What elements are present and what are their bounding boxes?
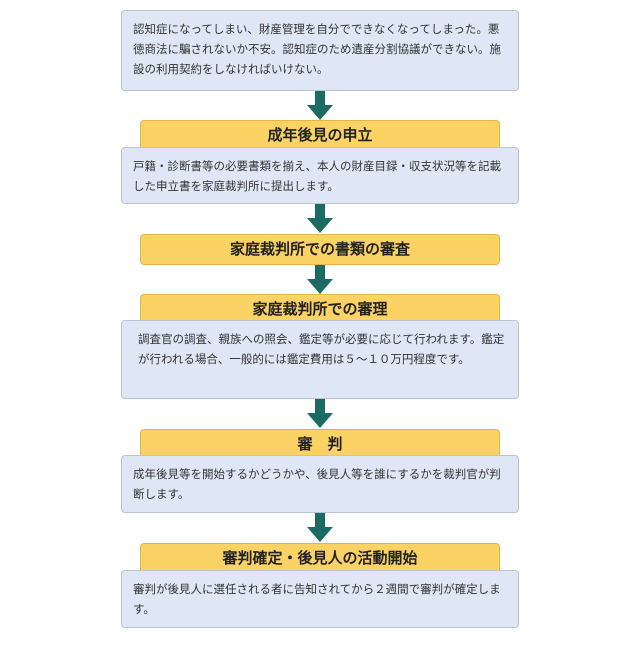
step-title-judgment-label: 審 判 <box>297 435 343 453</box>
step-description-hearing: 調査官の調査、親族への照会、鑑定等が必要に応じて行われます。鑑定が行われる場合、… <box>121 320 519 399</box>
flow-arrow-4 <box>307 399 333 429</box>
step-title-petition-label: 成年後見の申立 <box>267 126 373 144</box>
step-description-hearing-text: 調査官の調査、親族への照会、鑑定等が必要に応じて行われます。鑑定が行われる場合、… <box>138 332 505 366</box>
flow-arrow-2 <box>307 204 333 234</box>
step-title-document-review: 家庭裁判所での書類の審査 <box>140 234 500 265</box>
down-arrow-icon <box>307 204 333 233</box>
step-title-finalization: 審判確定・後見人の活動開始 <box>140 543 500 574</box>
down-arrow-icon <box>307 265 333 294</box>
flow-arrow-5 <box>307 513 333 543</box>
step-title-hearing: 家庭裁判所での審理 <box>140 294 500 325</box>
step-title-petition: 成年後見の申立 <box>140 120 500 151</box>
step-title-finalization-label: 審判確定・後見人の活動開始 <box>222 549 418 567</box>
down-arrow-icon <box>307 91 333 120</box>
step-description-judgment: 成年後見等を開始するかどうかや、後見人等を誰にするかを裁判官が判断します。 <box>121 455 519 513</box>
step-description-petition-text: 戸籍・診断書等の必要書類を揃え、本人の財産目録・収支状況等を記載した申立書を家庭… <box>133 159 501 193</box>
flow-arrow-1 <box>307 91 333 121</box>
down-arrow-icon <box>307 513 333 542</box>
step-title-hearing-label: 家庭裁判所での審理 <box>252 300 388 318</box>
intro-situation-text: 認知症になってしまい、財産管理を自分でできなくなってしまった。悪徳商法に騙されな… <box>133 22 501 76</box>
step-description-petition: 戸籍・診断書等の必要書類を揃え、本人の財産目録・収支状況等を記載した申立書を家庭… <box>121 147 519 204</box>
step-description-finalization: 審判が後見人に選任される者に告知されてから２週間で審判が確定します。 <box>121 570 519 628</box>
step-description-finalization-text: 審判が後見人に選任される者に告知されてから２週間で審判が確定します。 <box>133 582 501 616</box>
flow-arrow-3 <box>307 265 333 295</box>
step-description-judgment-text: 成年後見等を開始するかどうかや、後見人等を誰にするかを裁判官が判断します。 <box>133 467 501 501</box>
down-arrow-icon <box>307 399 333 428</box>
intro-situation-box: 認知症になってしまい、財産管理を自分でできなくなってしまった。悪徳商法に騙されな… <box>121 10 519 91</box>
step-title-document-review-label: 家庭裁判所での書類の審査 <box>229 240 410 258</box>
